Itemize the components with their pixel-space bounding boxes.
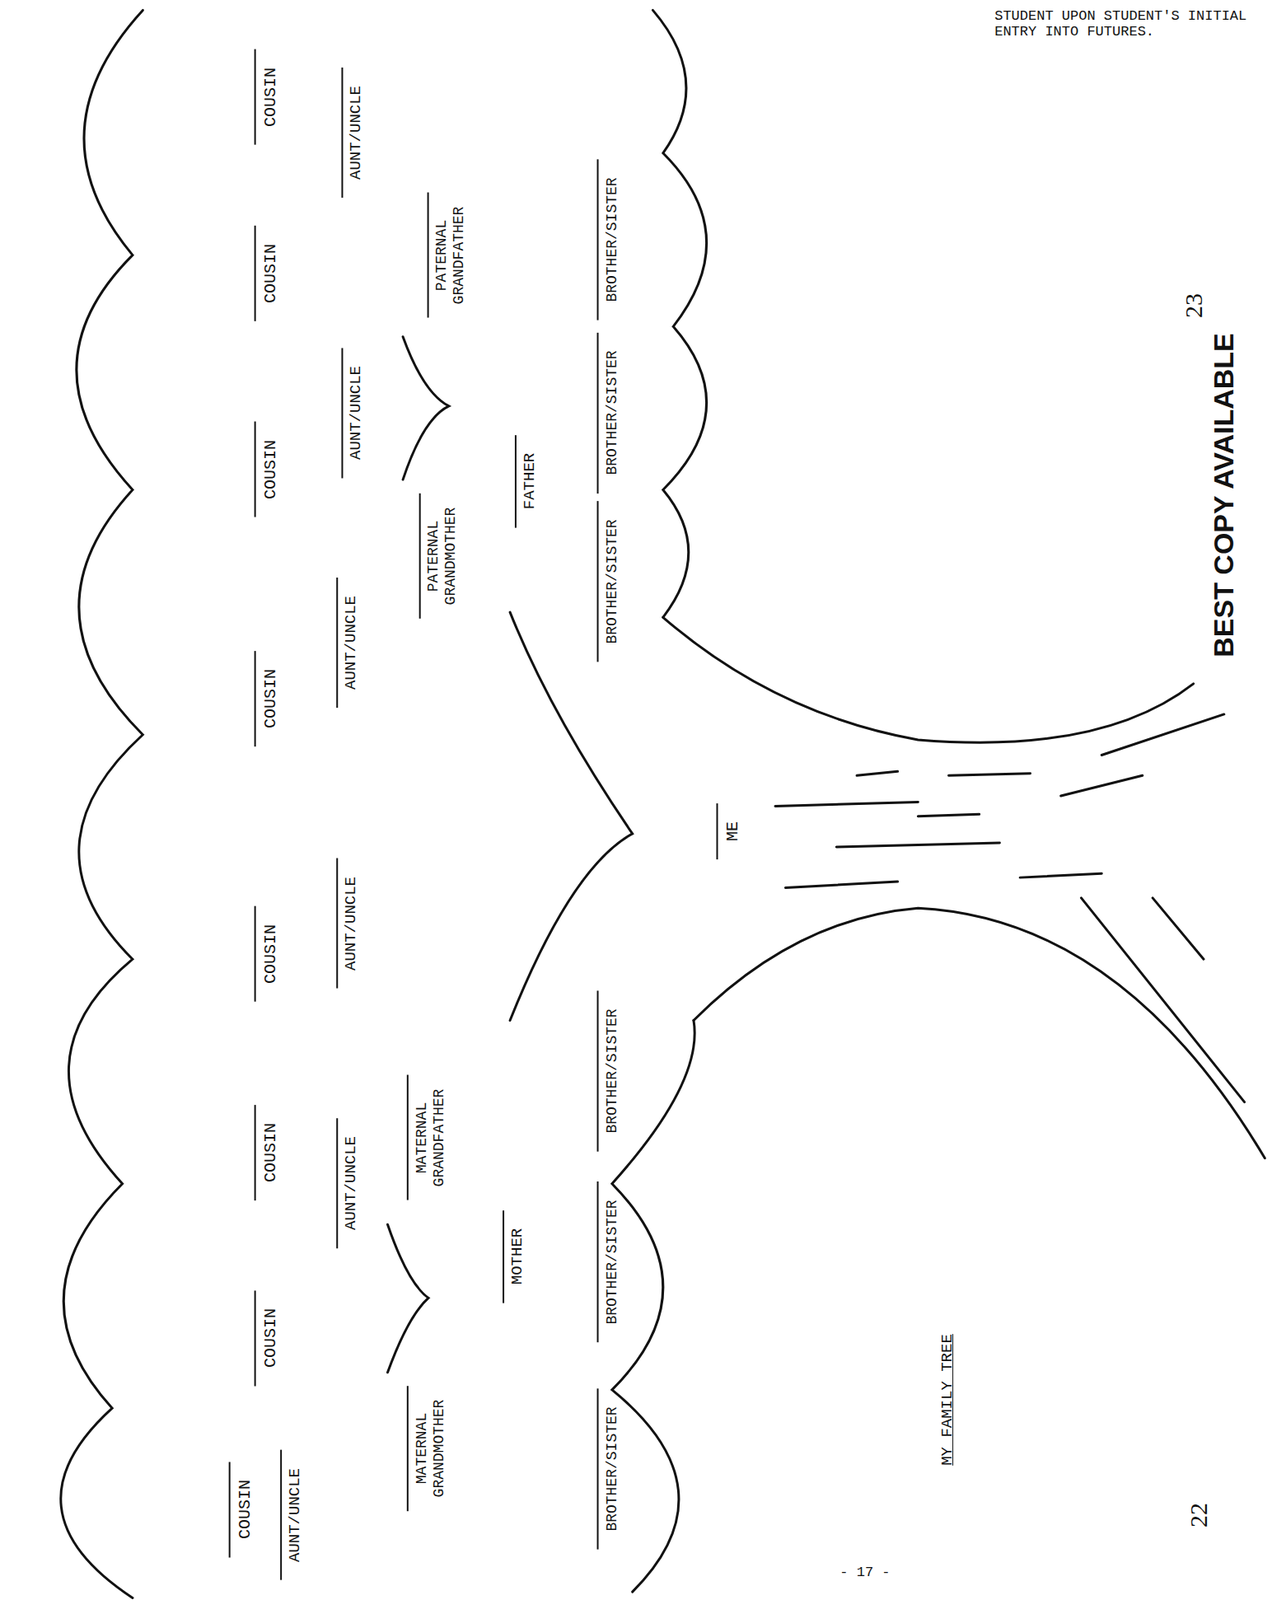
blank-line [419,493,421,619]
cousin-label: COUSIN [261,439,281,500]
cousin-label: COUSIN [235,1479,255,1539]
cousin-label: COUSIN [261,1308,281,1368]
blank-line [336,858,338,989]
blank-line [280,1449,282,1581]
blank-line [597,500,599,662]
blank-line [597,159,599,320]
cousin-label: COUSIN [261,1122,281,1183]
grandparent-label: MATERNAL GRANDFATHER [413,1080,448,1196]
cousin-label: COUSIN [261,924,281,984]
blank-line [341,347,343,478]
blank-line [597,1181,599,1343]
sibling-label: BROTHER/SISTER [603,519,622,644]
sibling-label: BROTHER/SISTER [603,177,622,302]
trunk-top-edge [663,617,1194,743]
blank-line [254,421,257,518]
aunt-uncle-label: AUNT/UNCLE [347,365,366,460]
cousin-label: COUSIN [261,668,281,729]
blank-line [502,1210,505,1303]
crown-right-upper-edge [652,9,707,618]
blank-line [254,49,257,145]
me-label: ME [723,821,743,842]
folio-number: 23 [1178,293,1208,318]
aunt-uncle-label: AUNT/UNCLE [342,595,361,690]
blank-line [716,803,719,860]
blank-line [514,434,517,528]
folio-number: 22 [1184,1502,1214,1528]
crown-right-lower-edge [612,1020,695,1593]
blank-line [406,1385,409,1511]
parent-label: MOTHER [509,1228,528,1285]
sibling-label: BROTHER/SISTER [603,1406,622,1531]
blank-line [406,1075,409,1201]
blank-line [254,1290,257,1386]
aunt-uncle-label: AUNT/UNCLE [342,1136,361,1230]
blank-line [427,192,430,318]
maternal-branch [388,1224,430,1373]
watermark-text: BEST COPY AVAILABLE [1207,332,1240,658]
blank-line [336,1117,338,1249]
trunk-bottom-edge [693,907,1265,1158]
blank-line [597,332,599,494]
grandparent-label: PATERNAL GRANDMOTHER [425,498,460,614]
aunt-uncle-label: AUNT/UNCLE [347,85,366,180]
parents-branch [509,612,633,1020]
crown-left-edge [60,9,144,1598]
blank-line [254,906,257,1002]
cousin-label: COUSIN [261,243,281,304]
note-text: STUDENT UPON STUDENT'S INITIAL ENTRY INT… [994,8,1267,41]
blank-line [254,650,257,747]
blank-line [254,225,257,322]
aunt-uncle-label: AUNT/UNCLE [342,876,361,971]
parent-label: FATHER [521,453,540,510]
blank-line [597,990,599,1151]
blank-line [336,577,338,708]
grandparent-label: PATERNAL GRANDFATHER [434,197,468,314]
sibling-label: BROTHER/SISTER [603,1008,622,1133]
blank-line [229,1461,231,1558]
diagram-title: MY FAMILY TREE [939,1333,959,1466]
trunk-roots [1080,714,1244,1103]
cousin-label: COUSIN [261,67,281,127]
grandparent-label: MATERNAL GRANDMOTHER [413,1390,448,1506]
sibling-label: BROTHER/SISTER [603,350,622,476]
blank-line [597,1388,599,1549]
page-number: - 17 - [839,1564,890,1581]
sibling-label: BROTHER/SISTER [603,1199,622,1324]
aunt-uncle-label: AUNT/UNCLE [286,1468,305,1562]
paternal-branch [402,336,449,480]
trunk-bark [775,771,1143,888]
blank-line [254,1104,257,1201]
blank-line [341,67,343,198]
